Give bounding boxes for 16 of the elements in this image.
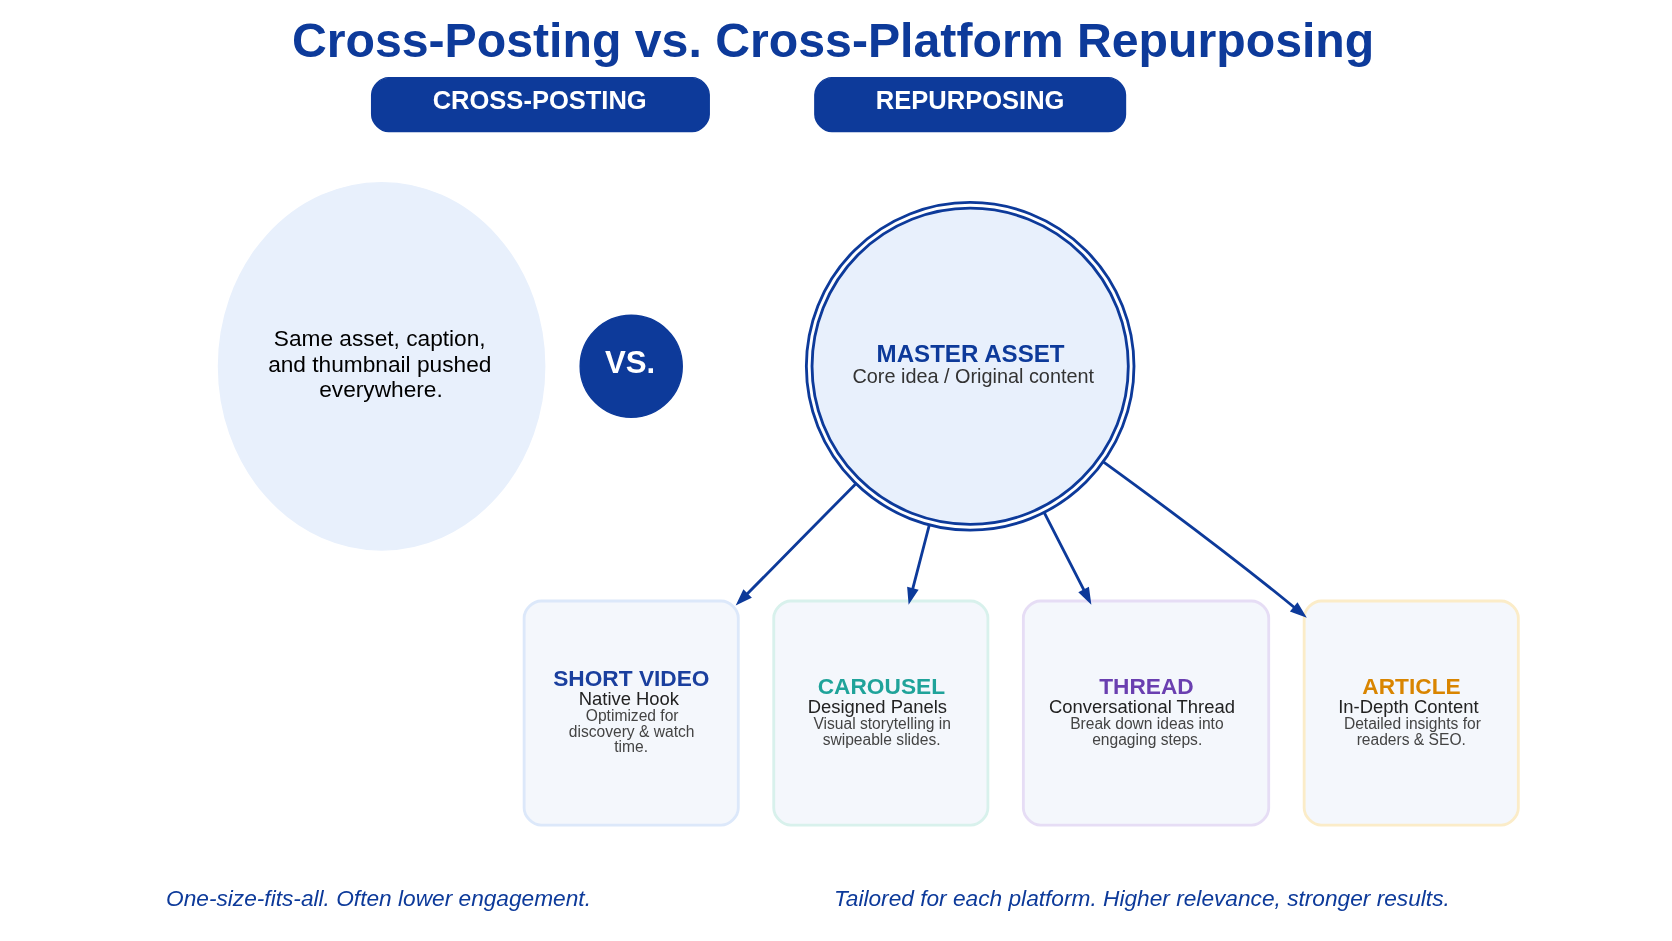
label: One-size-fits-all. Often lower engagement.: [165, 884, 591, 911]
diagram-title: Cross-Posting vs. Cross-Platform Repurposing: [291, 12, 1374, 67]
node-box: THREAD Conversational Thread Break down ideas into engaging steps.: [1021, 599, 1270, 827]
node-box: CROSS-POSTING: [370, 76, 710, 133]
node-circle: MASTER ASSET Core idea / Original content: [804, 201, 1135, 532]
node-ellipse: Same asset, caption, and thumbnail pushed everywhere.: [217, 181, 545, 551]
arrow: [906, 524, 931, 605]
node-box: CAROUSEL Designed Panels Visual storytelling in swipeable slides.: [771, 599, 989, 827]
arrow: [1042, 511, 1091, 605]
node-box: ARTICLE In-Depth Content Detailed insights for readers & SEO.: [1302, 599, 1520, 827]
label: Tailored for each platform. Higher relevance, stronger results.: [833, 884, 1450, 911]
arrow: [735, 482, 857, 606]
arrow: [1102, 460, 1307, 618]
node-circle: VS.: [578, 314, 683, 419]
node-box: SHORT VIDEO Native Hook Optimized for discovery & watch time.: [522, 599, 740, 827]
node-box: REPURPOSING: [813, 76, 1126, 133]
